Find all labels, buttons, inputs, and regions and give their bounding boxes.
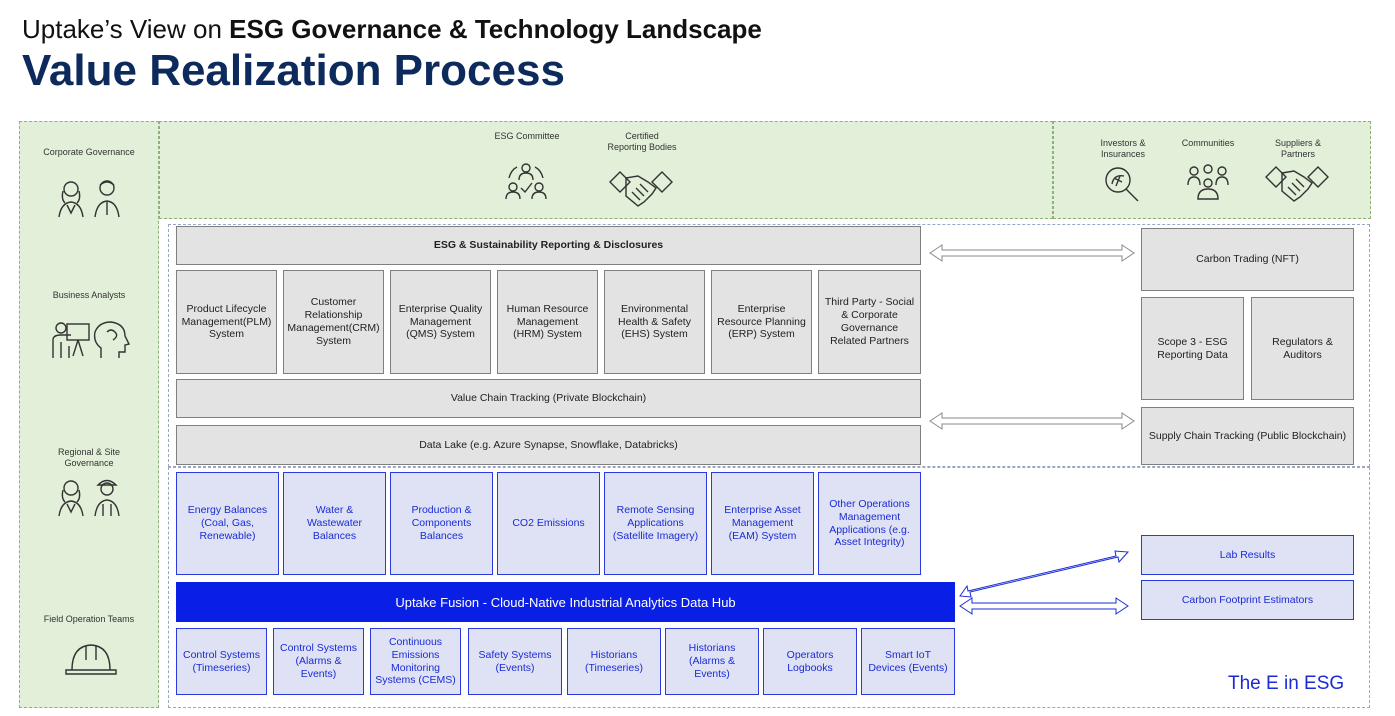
hard-hat-icon <box>62 640 120 678</box>
ops-other: Other Operations Management Applications… <box>818 472 921 575</box>
system-qms: Enterprise Quality Management (QMS) Syst… <box>390 270 491 374</box>
external-stakeholders-band <box>1053 121 1371 219</box>
stakeholder-label-certified-reporting: Certified Reporting Bodies <box>607 131 677 152</box>
environmental-region <box>168 467 1370 708</box>
hub-footprint-arrow <box>959 597 1129 615</box>
investment-search-icon <box>1100 164 1146 204</box>
corporate-governance-icons <box>49 177 129 219</box>
source-operators-logbooks: Operators Logbooks <box>763 628 857 695</box>
female-person-icon <box>58 480 84 517</box>
role-label-field-operation-teams: Field Operation Teams <box>43 614 135 624</box>
source-cems: Continuous Emissions Monitoring Systems … <box>370 628 461 695</box>
stakeholder-label-suppliers: Suppliers & Partners <box>1274 138 1322 159</box>
ops-production: Production & Components Balances <box>390 472 493 575</box>
data-lake-bar: Data Lake (e.g. Azure Synapse, Snowflake… <box>176 425 921 465</box>
system-crm: Customer Relationship Management(CRM) Sy… <box>283 270 384 374</box>
ops-eam: Enterprise Asset Management (EAM) System <box>711 472 814 575</box>
system-ehs: Environmental Health & Safety (EHS) Syst… <box>604 270 705 374</box>
lab-results-box: Lab Results <box>1141 535 1354 575</box>
system-third-party: Third Party - Social & Corporate Governa… <box>818 270 921 374</box>
stakeholder-label-communities: Communities <box>1181 138 1235 148</box>
stakeholder-label-esg-committee: ESG Committee <box>494 131 560 141</box>
carbon-footprint-box: Carbon Footprint Estimators <box>1141 580 1354 620</box>
supply-chain-box: Supply Chain Tracking (Public Blockchain… <box>1141 407 1354 465</box>
reporting-bar: ESG & Sustainability Reporting & Disclos… <box>176 226 921 265</box>
source-historians-alarms: Historians (Alarms & Events) <box>665 628 759 695</box>
e-in-esg-label: The E in ESG <box>1228 673 1345 694</box>
role-label-business-analysts: Business Analysts <box>52 290 126 300</box>
role-label-corporate-governance: Corporate Governance <box>43 147 135 157</box>
system-plm: Product Lifecycle Management(PLM) System <box>176 270 277 374</box>
top-stakeholders-band <box>159 121 1053 219</box>
ops-co2: CO2 Emissions <box>497 472 600 575</box>
system-hrm: Human Resource Management (HRM) System <box>497 270 598 374</box>
community-icon <box>1184 163 1232 203</box>
system-erp: Enterprise Resource Planning (ERP) Syste… <box>711 270 812 374</box>
enterprise-region <box>168 224 1370 467</box>
presenter-icon <box>52 322 90 358</box>
source-smart-iot: Smart IoT Devices (Events) <box>861 628 955 695</box>
business-analysts-icons <box>49 318 135 362</box>
ops-energy: Energy Balances (Coal, Gas, Renewable) <box>176 472 279 575</box>
suppliers-handshake-icon <box>1264 163 1330 205</box>
source-control-alarms: Control Systems (Alarms & Events) <box>273 628 364 695</box>
source-control-timeseries: Control Systems (Timeseries) <box>176 628 267 695</box>
source-safety: Safety Systems (Events) <box>468 628 562 695</box>
title-prefix: Uptake’s View on <box>22 14 230 44</box>
committee-icon <box>503 160 549 202</box>
value-chain-bar: Value Chain Tracking (Private Blockchain… <box>176 379 921 418</box>
hub-lab-arrow <box>959 550 1130 598</box>
female-person-icon <box>58 181 84 218</box>
worker-person-icon <box>94 479 120 517</box>
regulators-box: Regulators & Auditors <box>1251 297 1354 400</box>
ops-water: Water & Wastewater Balances <box>283 472 386 575</box>
reporting-carbon-arrow <box>929 244 1135 262</box>
page-title: Value Realization Process <box>22 46 565 95</box>
title-emphasis: ESG Governance & Technology Landscape <box>229 14 762 44</box>
ops-remote-sensing: Remote Sensing Applications (Satellite I… <box>604 472 707 575</box>
source-historians-timeseries: Historians (Timeseries) <box>567 628 661 695</box>
scope3-box: Scope 3 - ESG Reporting Data <box>1141 297 1244 400</box>
male-person-icon <box>94 180 120 218</box>
head-profile-icon <box>93 321 131 358</box>
roles-column <box>19 121 159 708</box>
regional-governance-icons <box>49 476 129 518</box>
title-subheading: Uptake’s View on ESG Governance & Techno… <box>22 14 762 45</box>
stakeholder-label-investors: Investors & Insurances <box>1100 138 1146 159</box>
carbon-trading-box: Carbon Trading (NFT) <box>1141 228 1354 291</box>
uptake-fusion-hub: Uptake Fusion - Cloud-Native Industrial … <box>176 582 955 622</box>
role-label-regional-site-governance: Regional & Site Governance <box>57 447 121 468</box>
datalake-supply-arrow <box>929 412 1135 430</box>
handshake-icon <box>608 168 674 210</box>
